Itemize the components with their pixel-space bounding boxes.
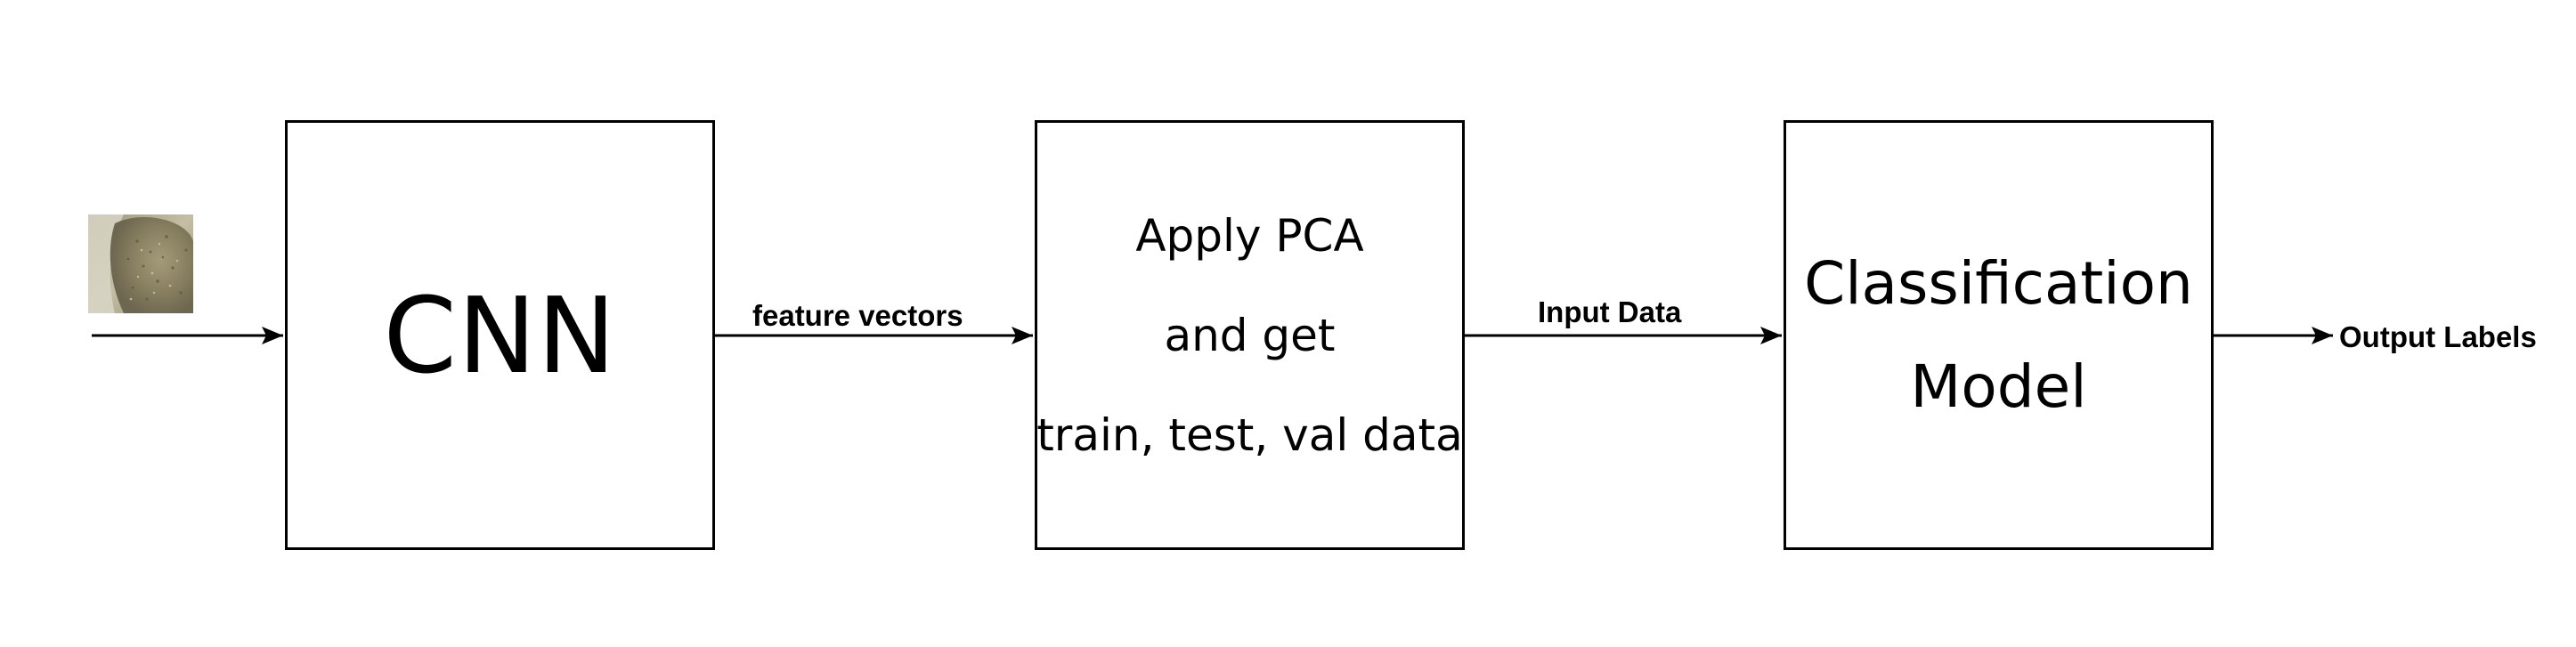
- cnn-block: CNN: [285, 120, 715, 550]
- classification-line-1: Classification: [1804, 248, 2193, 318]
- cnn-label: CNN: [383, 273, 617, 397]
- edge-label-output-labels: Output Labels: [2339, 320, 2537, 353]
- pca-line-3: train, test, val data: [1036, 408, 1463, 461]
- pca-line-1: Apply PCA: [1135, 209, 1364, 262]
- classification-block: Classification Model: [1784, 120, 2214, 550]
- pca-block: Apply PCA and get train, test, val data: [1035, 120, 1465, 550]
- edge-label-input-data: Input Data: [1538, 295, 1682, 328]
- input-grain-image: [88, 214, 193, 313]
- classification-line-2: Model: [1910, 352, 2087, 421]
- edge-label-feature-vectors: feature vectors: [752, 299, 963, 332]
- pca-line-2: and get: [1164, 309, 1336, 361]
